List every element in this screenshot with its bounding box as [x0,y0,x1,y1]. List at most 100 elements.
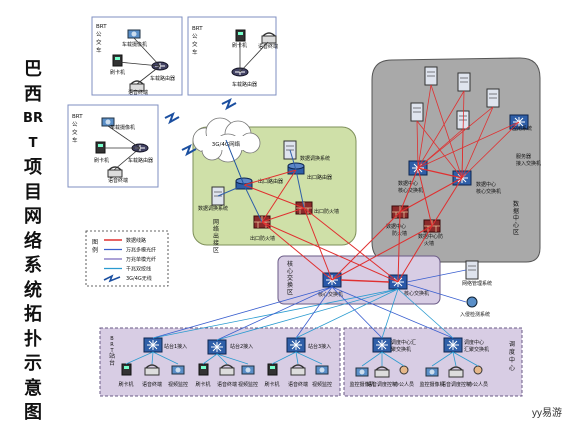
egress-link [243,184,263,223]
dispatch-device-label: 办公人员 [468,381,488,388]
camera-icon [241,365,255,375]
dispatch-label: 聚交换机 [391,346,411,353]
camera-icon [127,29,141,39]
voice-terminal-icon [374,366,390,378]
core-downlink [397,288,454,339]
dc-link [417,167,433,227]
dispatch-switch-b-icon [443,337,463,353]
dispatch-device-link [431,351,454,367]
label-char: B [110,336,114,342]
switch-arrows [211,342,223,352]
camera-icon [315,365,329,375]
card-reader-icon [121,363,132,376]
label-char: 交 [287,274,293,282]
core-link [406,283,467,303]
station-device-label: 视频监控 [238,381,258,388]
phone-base [261,35,277,44]
title-char: 巴 [24,59,42,80]
dc-label: 服务器 [516,153,531,160]
bus-voice-label: 语音终端 [108,177,128,184]
phone-handset [449,366,463,371]
bus-zone-label: 交 [72,128,78,136]
bus-zone-label: 公 [96,32,102,38]
card-reader-icon [267,363,278,376]
core-uplink [397,225,433,283]
core-label: 入侵检测系统 [460,311,490,318]
dc-server-icon [410,102,424,122]
title-char: 系 [24,255,42,276]
legend-title: 图例 [92,239,98,254]
label-char: 台 [109,359,115,367]
label-char: 出 [213,232,219,240]
core-label: 网络管理系统 [462,280,492,287]
dc-link [461,121,520,179]
phone-handset [130,80,144,85]
label-char: 换 [287,281,293,289]
bus-link [117,61,161,67]
station-device-link [295,351,299,365]
dc-link [416,120,419,169]
camera-lens [175,367,181,373]
dispatch-device-link [381,351,405,367]
title-char: 示 [24,353,42,374]
label-char: 中 [513,214,519,222]
reader-screen [115,57,120,60]
title-char: 拓 [24,304,42,325]
dc-label: 数据中心 [476,181,496,188]
phone-base [448,369,464,378]
egress-label: 出口路由器 [307,174,332,181]
bus-router-label: 车载路由器 [150,75,175,82]
dc-link [431,177,463,227]
camera-icon [171,365,185,375]
legend [85,230,169,287]
dc-label: 数据中心防 [418,233,443,240]
core-label: 核心交换机 [404,290,429,297]
station-device-label: 视频监控 [312,381,332,388]
switch-arrows [447,340,459,350]
station-device-link [152,351,179,365]
switch-arrows [376,340,388,350]
station-device-label: 刷卡机 [118,381,133,388]
dispatch-device-label: 语音调度控制 [367,381,397,388]
voice-terminal-icon [290,364,306,376]
camera-lens [319,367,325,373]
egress-link [243,169,297,186]
label-char: 数 [513,200,519,208]
core-downlink [216,286,333,341]
legend-item-label: 千兆双绞线 [126,266,151,273]
station-device-label: 刷卡机 [264,381,279,388]
dc-server-icon [486,88,500,108]
label-char: R [110,342,114,348]
station-label: 站台2接入 [230,343,253,350]
core-uplink [261,221,333,281]
legend-item-label: 3G/4G无线 [126,275,152,282]
core-uplink [261,221,399,283]
dispatch-label: 调度中心汇 [391,339,416,346]
bus-zone-label: 公 [72,122,78,128]
reader-screen [238,32,243,35]
station-switch-2-icon [207,339,227,355]
bus-router-label: 车载路由器 [232,81,257,88]
egress-link [225,139,245,186]
label-char: 心 [509,365,515,372]
dispatch-label: 汇聚交换机 [464,346,489,353]
watermark: yy易游 [532,408,562,419]
core-zone [277,255,441,305]
dc-label: 核心交换机 [476,188,501,195]
station-zone-label: BRT [109,336,114,354]
station-device-label: 刷卡机 [195,381,210,388]
dispatch-switch-a-icon [372,337,392,353]
card-reader-icon [95,141,106,154]
reader-screen [98,144,103,147]
station-device-label: 视频监控 [168,381,188,388]
wireless-bolt-icon [164,111,180,125]
camera-lens [245,367,251,373]
title-char: 扑 [24,328,42,350]
station-device-label: 语音终端 [142,381,162,388]
bus-zone-label: 车 [72,136,78,144]
station-device-link [151,351,154,365]
label-char: 络 [213,225,219,233]
dispatch-label: 调度中心 [464,339,484,346]
